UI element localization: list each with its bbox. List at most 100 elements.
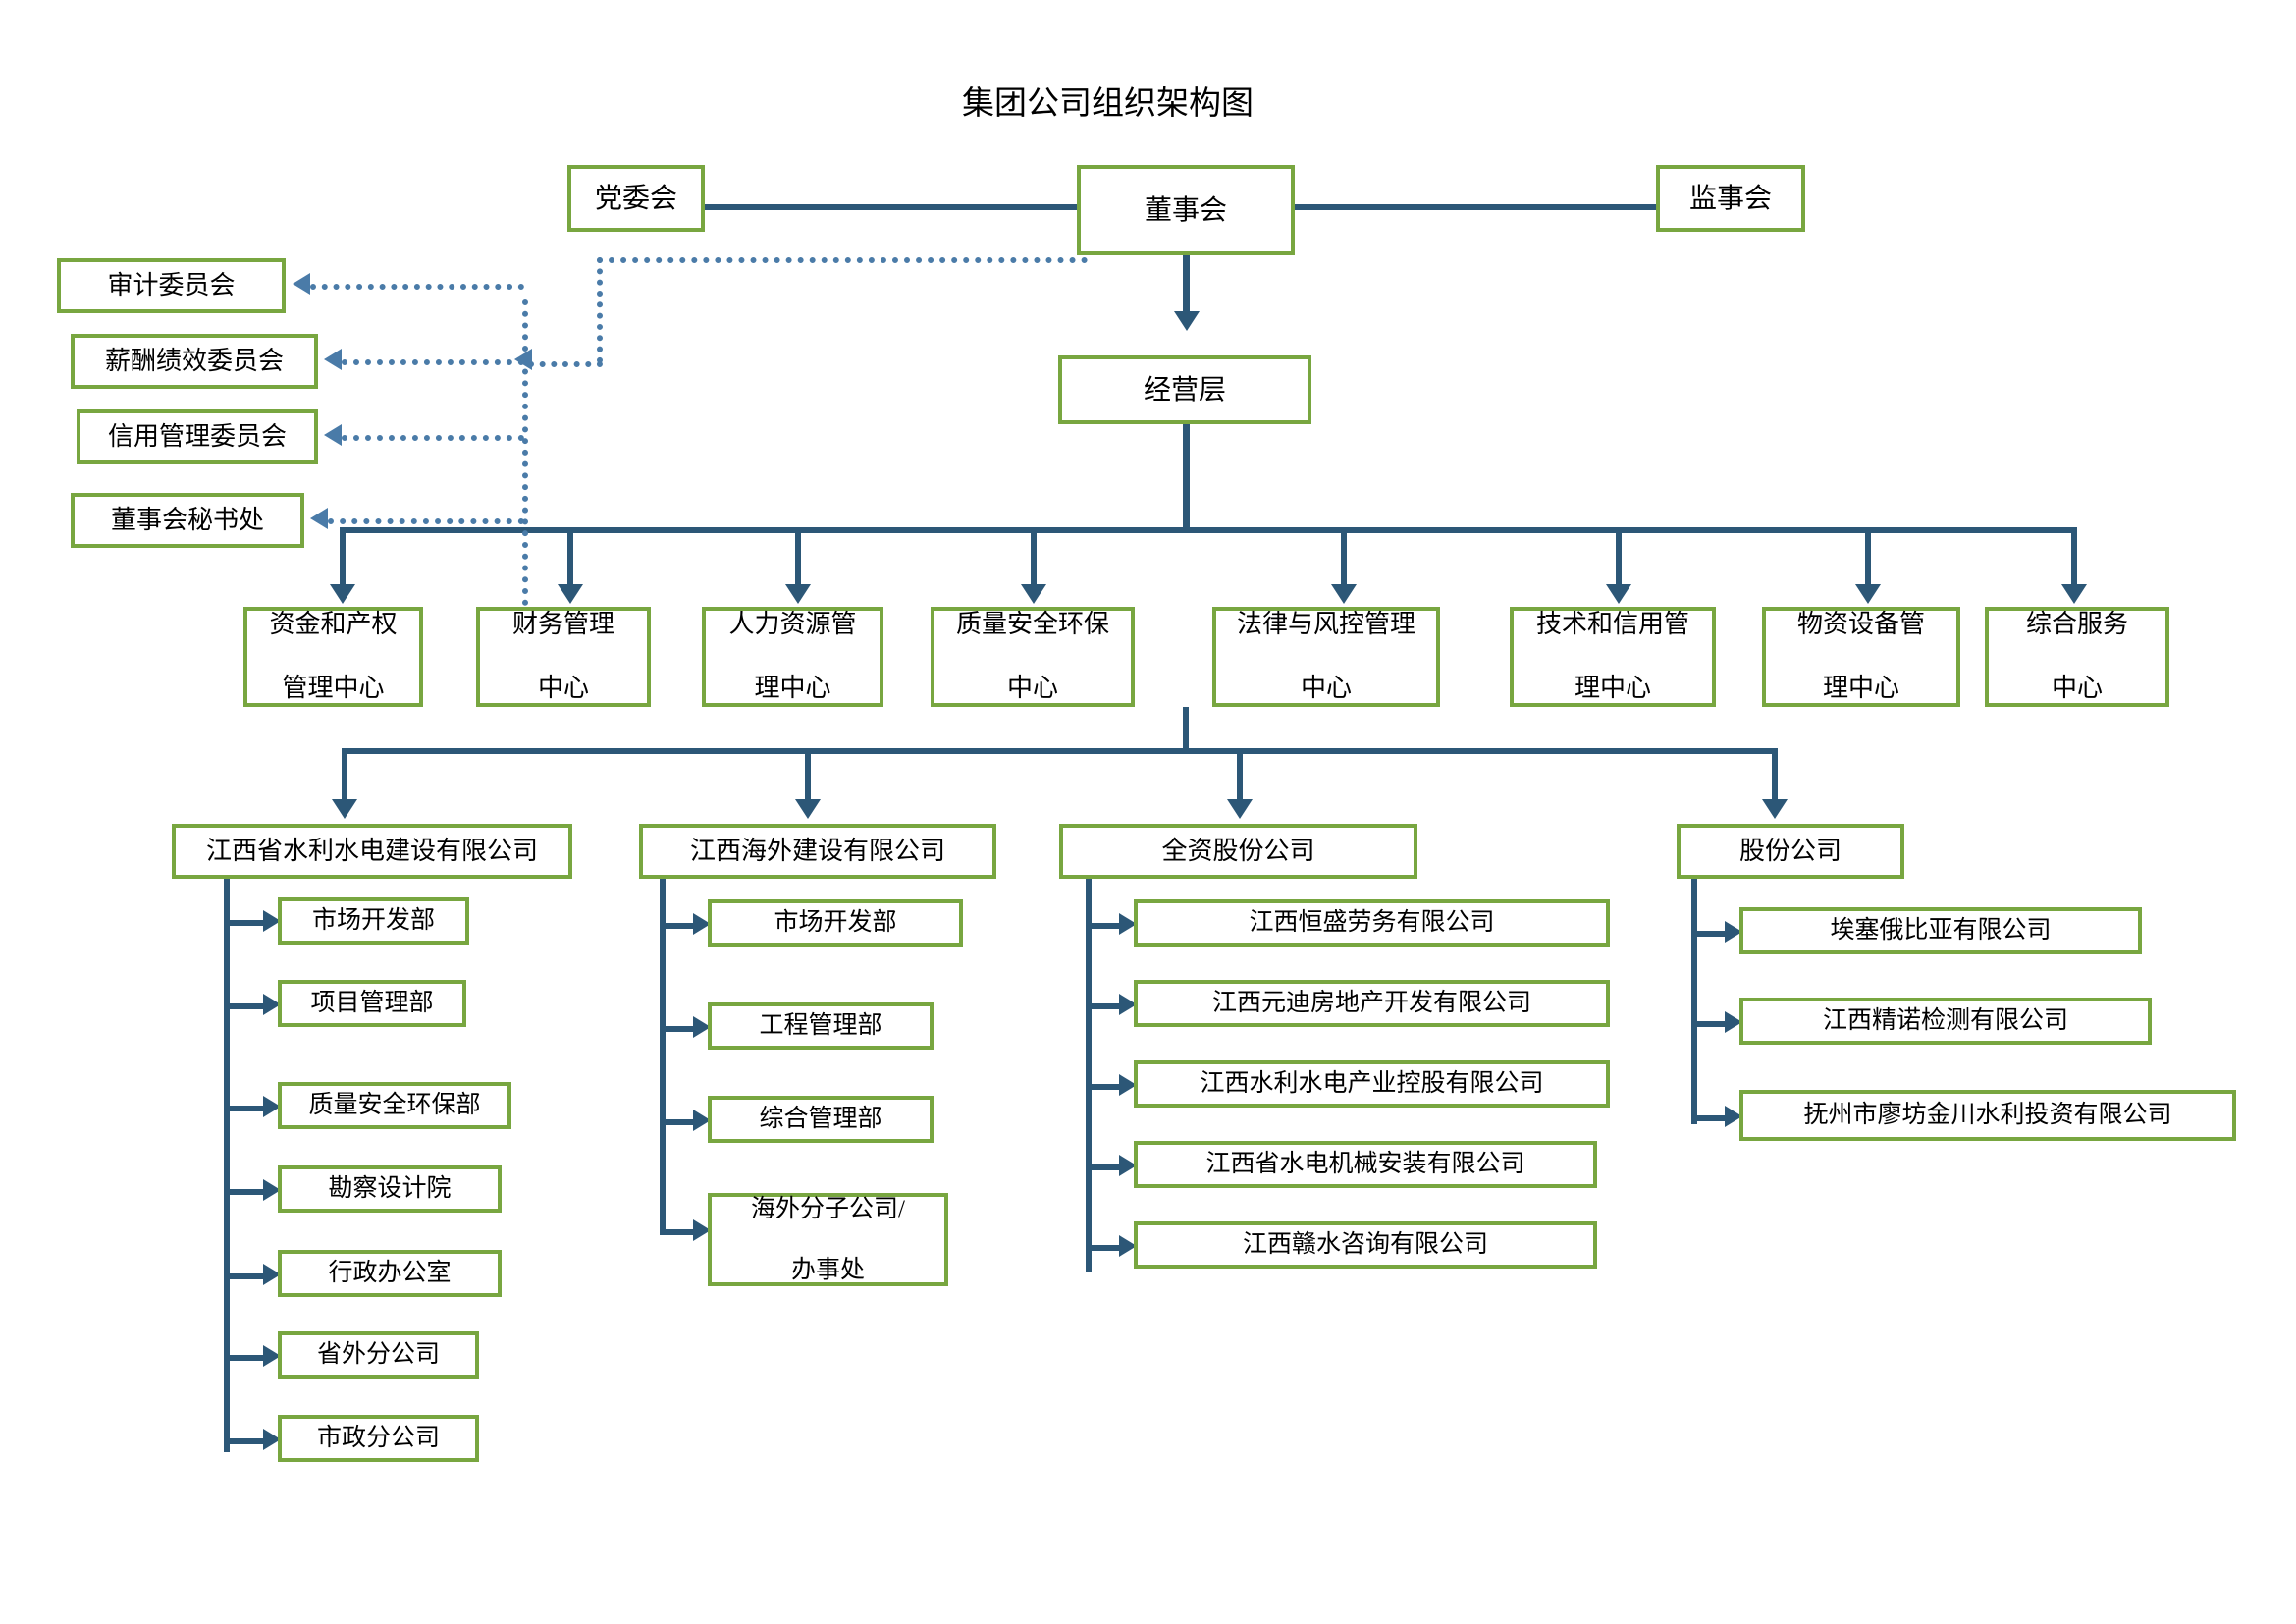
d1-child-3-line1: 海外分子公司/	[751, 1195, 905, 1222]
drop-division-2	[1237, 748, 1243, 803]
box-d0-child-1[interactable]: 项目管理部	[278, 980, 466, 1027]
box-d2-child-1[interactable]: 江西元迪房地产开发有限公司	[1134, 980, 1610, 1027]
arrowhead-center-3-icon	[1021, 584, 1046, 604]
box-center-1[interactable]: 财务管理中心	[476, 607, 651, 707]
box-center-0[interactable]: 资金和产权管理中心	[243, 607, 423, 707]
arrowhead-d3-c1-icon	[1725, 1011, 1742, 1033]
connector-centers-to-divisions	[1183, 707, 1189, 751]
center-5-line1: 技术和信用管	[1535, 610, 1689, 639]
d3-child-2-label: 抚州市廖坊金川水利投资有限公司	[1803, 1102, 2172, 1129]
box-d3-child-1[interactable]: 江西精诺检测有限公司	[1739, 998, 2152, 1045]
box-division-0[interactable]: 江西省水利水电建设有限公司	[172, 824, 572, 879]
center-6-line2: 理中心	[1822, 674, 1899, 703]
box-board-of-directors[interactable]: 董事会	[1077, 165, 1295, 255]
branch-d1-c3	[660, 1229, 695, 1235]
party-committee-label: 党委会	[594, 183, 677, 214]
box-division-3[interactable]: 股份公司	[1677, 824, 1904, 879]
box-center-4[interactable]: 法律与风控管理中心	[1212, 607, 1440, 707]
center-3-label: 质量安全环保中心	[948, 609, 1117, 705]
branch-d3-c0	[1691, 931, 1727, 937]
arrowhead-committee-3-icon	[310, 508, 328, 529]
arrowhead-center-1-icon	[558, 584, 583, 604]
connector-party-board	[703, 204, 1079, 210]
box-center-6[interactable]: 物资设备管理中心	[1762, 607, 1960, 707]
box-committee-2[interactable]: 信用管理委员会	[77, 409, 318, 464]
box-d1-child-2[interactable]: 综合管理部	[708, 1096, 934, 1143]
branch-d0-c2	[224, 1106, 265, 1111]
drop-center-7	[2071, 527, 2077, 589]
box-d0-child-6[interactable]: 市政分公司	[278, 1415, 479, 1462]
box-d3-child-0[interactable]: 埃塞俄比亚有限公司	[1739, 907, 2142, 954]
branch-d0-c6	[224, 1438, 265, 1444]
branch-d2-c4	[1086, 1245, 1121, 1251]
committee-0-label: 审计委员会	[107, 270, 236, 299]
drop-center-3	[1031, 527, 1037, 589]
connector-board-to-management	[1183, 255, 1190, 314]
branch-d3-c2	[1691, 1115, 1727, 1121]
drop-division-0	[342, 748, 347, 803]
arrowhead-division-2-icon	[1227, 799, 1253, 819]
centers-horizontal-bus	[340, 527, 2077, 533]
box-party-committee[interactable]: 党委会	[567, 165, 705, 232]
dotted-committee-spine	[522, 299, 528, 606]
box-d1-child-3[interactable]: 海外分子公司/办事处	[708, 1193, 948, 1286]
branch-d1-c1	[660, 1026, 695, 1032]
arrowhead-management-icon	[1174, 311, 1200, 331]
d0-child-6-label: 市政分公司	[316, 1425, 440, 1452]
arrowhead-d0-c3-icon	[263, 1179, 281, 1201]
center-0-line2: 管理中心	[282, 674, 385, 703]
arrowhead-d2-c4-icon	[1119, 1235, 1137, 1257]
arrowhead-committee-0-icon	[293, 273, 310, 295]
management-label: 经营层	[1143, 374, 1226, 406]
box-d2-child-4[interactable]: 江西赣水咨询有限公司	[1134, 1221, 1597, 1269]
center-1-label: 财务管理中心	[505, 609, 622, 705]
box-management-level[interactable]: 经营层	[1058, 355, 1311, 424]
arrowhead-d3-c0-icon	[1725, 921, 1742, 943]
committee-1-label: 薪酬绩效委员会	[104, 346, 284, 375]
dotted-arrow-committee-0	[310, 284, 524, 290]
box-d0-child-3[interactable]: 勘察设计院	[278, 1165, 502, 1213]
box-center-2[interactable]: 人力资源管理中心	[702, 607, 883, 707]
box-center-7[interactable]: 综合服务中心	[1985, 607, 2169, 707]
arrowhead-d1-c0-icon	[693, 913, 711, 935]
branch-d2-c1	[1086, 1003, 1121, 1009]
box-d0-child-4[interactable]: 行政办公室	[278, 1250, 502, 1297]
box-board-of-supervisors[interactable]: 监事会	[1656, 165, 1805, 232]
box-committee-3[interactable]: 董事会秘书处	[71, 493, 304, 548]
arrowhead-d2-c0-icon	[1119, 913, 1137, 935]
branch-d3-c1	[1691, 1021, 1727, 1027]
center-5-line2: 理中心	[1574, 674, 1651, 703]
box-division-2[interactable]: 全资股份公司	[1059, 824, 1417, 879]
box-committee-0[interactable]: 审计委员会	[57, 258, 286, 313]
box-d2-child-3[interactable]: 江西省水电机械安装有限公司	[1134, 1141, 1597, 1188]
d0-child-4-label: 行政办公室	[328, 1260, 452, 1287]
arrowhead-division-1-icon	[795, 799, 821, 819]
box-d3-child-2[interactable]: 抚州市廖坊金川水利投资有限公司	[1739, 1090, 2236, 1141]
box-d2-child-2[interactable]: 江西水利水电产业控股有限公司	[1134, 1060, 1610, 1108]
center-1-line1: 财务管理	[511, 610, 614, 639]
box-center-3[interactable]: 质量安全环保中心	[931, 607, 1135, 707]
d1-child-2-label: 综合管理部	[759, 1106, 882, 1133]
spine-division-1	[660, 879, 666, 1234]
board-label: 董事会	[1144, 194, 1227, 226]
d3-child-0-label: 埃塞俄比亚有限公司	[1830, 917, 2052, 945]
box-d1-child-1[interactable]: 工程管理部	[708, 1002, 934, 1050]
box-d0-child-0[interactable]: 市场开发部	[278, 897, 469, 945]
branch-d1-c2	[660, 1119, 695, 1125]
center-7-line1: 综合服务	[2025, 610, 2128, 639]
box-d1-child-0[interactable]: 市场开发部	[708, 899, 963, 947]
box-division-1[interactable]: 江西海外建设有限公司	[639, 824, 996, 879]
dotted-arrow-committee-2	[342, 435, 524, 441]
arrowhead-d1-c1-icon	[693, 1016, 711, 1038]
box-committee-1[interactable]: 薪酬绩效委员会	[71, 334, 318, 389]
drop-center-2	[795, 527, 801, 589]
drop-center-0	[340, 527, 346, 589]
box-d0-child-5[interactable]: 省外分公司	[278, 1331, 479, 1379]
box-d0-child-2[interactable]: 质量安全环保部	[278, 1082, 511, 1129]
box-d2-child-0[interactable]: 江西恒盛劳务有限公司	[1134, 899, 1610, 947]
dotted-to-spine	[528, 361, 603, 367]
center-4-line2: 中心	[1300, 674, 1352, 703]
box-center-5[interactable]: 技术和信用管理中心	[1510, 607, 1716, 707]
arrowhead-d1-c3-icon	[693, 1219, 711, 1241]
